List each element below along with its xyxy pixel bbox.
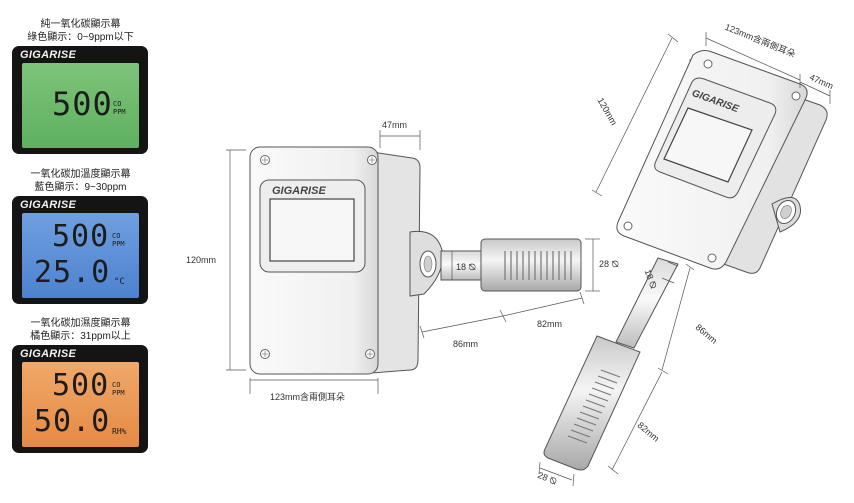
panel-caption-title: 純一氧化碳顯示幕	[40, 19, 121, 30]
angled-view-probe	[543, 257, 679, 471]
ppm-unit-label: PPM	[112, 240, 125, 248]
panel-caption-title: 一氧化碳加溫度顯示幕	[30, 169, 131, 180]
temperature-reading: 25.0	[34, 255, 111, 290]
display-device: GIGARISE 500 CO PPM 50.0 RH%	[12, 345, 148, 453]
co-reading: 500	[52, 219, 110, 254]
celsius-unit-label: °C	[114, 277, 125, 287]
co-reading: 500	[52, 85, 113, 123]
front-tip-length-label: 82mm	[537, 319, 563, 329]
front-width-label: 123mm含兩側耳朵	[270, 392, 346, 402]
angled-view-housing	[616, 50, 828, 274]
humidity-reading: 50.0	[34, 404, 111, 439]
display-panel-blue: 一氧化碳加溫度顯示幕 藍色顯示：9~30ppm GIGARISE 500 CO …	[12, 168, 149, 304]
ppm-unit-label: PPM	[113, 108, 126, 116]
panel-caption-title: 一氧化碳加濕度顯示幕	[30, 318, 131, 329]
front-view-logo: GIGARISE	[272, 185, 326, 197]
lcd-screen-green: 500 CO PPM	[22, 63, 139, 148]
front-view-housing	[249, 146, 444, 375]
display-device: GIGARISE 500 CO PPM 25.0 °C	[12, 196, 148, 304]
front-tip-diameter-label: 28 ⦰	[599, 259, 619, 269]
panel-caption-range: 藍色顯示：9~30ppm	[34, 182, 127, 193]
front-height-label: 120mm	[186, 255, 217, 265]
co-unit-label: CO	[113, 100, 122, 108]
ppm-unit-label: PPM	[112, 389, 125, 397]
front-depth-label: 47mm	[382, 120, 408, 130]
co-unit-label: CO	[112, 232, 121, 240]
front-view-dimension-lines	[226, 130, 600, 394]
panel-caption-range: 橘色顯示：31ppm以上	[30, 331, 131, 342]
co-unit-label: CO	[112, 381, 121, 389]
brand-logo: GIGARISE	[20, 348, 77, 360]
lcd-screen-orange: 500 CO PPM 50.0 RH%	[22, 362, 139, 447]
display-panel-orange: 一氧化碳加濕度顯示幕 橘色顯示：31ppm以上 GIGARISE 500 CO …	[12, 317, 149, 453]
display-panel-green: 純一氧化碳顯示幕 綠色顯示：0~9ppm以下 GIGARISE 500 CO P…	[12, 18, 149, 154]
rh-unit-label: RH%	[112, 427, 127, 436]
lcd-screen-blue: 500 CO PPM 25.0 °C	[22, 213, 139, 298]
display-device: GIGARISE 500 CO PPM	[12, 46, 148, 154]
front-probe-length-label: 86mm	[453, 339, 479, 349]
brand-logo: GIGARISE	[20, 49, 77, 61]
brand-logo: GIGARISE	[20, 199, 77, 211]
angled-view-dimension-lines	[538, 32, 831, 487]
co-reading: 500	[52, 368, 110, 403]
front-probe-diameter-label: 18 ⦰	[456, 262, 476, 272]
front-view-probe	[440, 238, 582, 292]
panel-caption-range: 綠色顯示：0~9ppm以下	[27, 32, 134, 43]
